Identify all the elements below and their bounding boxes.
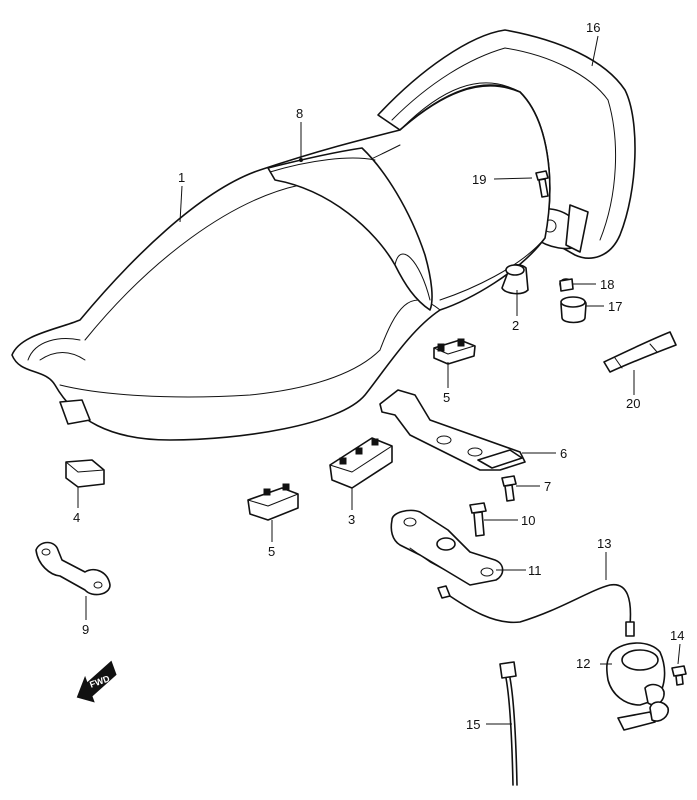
callout-11: 11 bbox=[528, 563, 542, 578]
callout-14: 14 bbox=[670, 628, 684, 643]
callout-8: 8 bbox=[296, 106, 303, 121]
part-2-cushion bbox=[501, 263, 529, 295]
callout-5-upper: 5 bbox=[443, 390, 450, 405]
part-10-bolt bbox=[469, 502, 487, 537]
part-11-lock-base bbox=[390, 509, 504, 586]
callout-18: 18 bbox=[600, 277, 614, 292]
seat-band bbox=[267, 147, 433, 311]
callout-7: 7 bbox=[544, 479, 551, 494]
callout-20: 20 bbox=[626, 396, 640, 411]
callout-4: 4 bbox=[73, 510, 80, 525]
part-13-cable bbox=[437, 584, 635, 637]
part-6-bracket bbox=[379, 389, 526, 471]
callout-labels: 16 1 8 19 2 18 17 20 5 6 7 10 11 3 5 4 9… bbox=[73, 20, 684, 732]
part-9-clamp bbox=[35, 541, 111, 596]
part-4-block bbox=[65, 459, 105, 488]
callout-17: 17 bbox=[608, 299, 622, 314]
part-7-bolt bbox=[501, 475, 517, 502]
callout-13: 13 bbox=[597, 536, 611, 551]
callout-6: 6 bbox=[560, 446, 567, 461]
part-5-upper-block bbox=[433, 338, 476, 365]
part-5-lower-block bbox=[247, 483, 299, 521]
part-19-bolt bbox=[535, 170, 549, 198]
part-15-cable-tie bbox=[499, 661, 518, 786]
callout-19: 19 bbox=[472, 172, 486, 187]
callout-1: 1 bbox=[178, 170, 185, 185]
callout-12: 12 bbox=[576, 656, 590, 671]
main-seat bbox=[11, 85, 551, 441]
callout-15: 15 bbox=[466, 717, 480, 732]
part-12-lock bbox=[606, 642, 670, 731]
leader-lines bbox=[77, 35, 681, 725]
callout-2: 2 bbox=[512, 318, 519, 333]
part-18-collar bbox=[559, 278, 574, 292]
fwd-arrow-icon: FWD bbox=[76, 660, 117, 703]
part-3-block bbox=[329, 437, 393, 489]
callout-9: 9 bbox=[82, 622, 89, 637]
part-20-strap bbox=[603, 331, 677, 373]
callout-5-lower: 5 bbox=[268, 544, 275, 559]
part-17-grommet bbox=[560, 296, 587, 324]
part-14-screw bbox=[671, 665, 687, 686]
callout-16: 16 bbox=[586, 20, 600, 35]
callout-10: 10 bbox=[521, 513, 535, 528]
callout-3: 3 bbox=[348, 512, 355, 527]
